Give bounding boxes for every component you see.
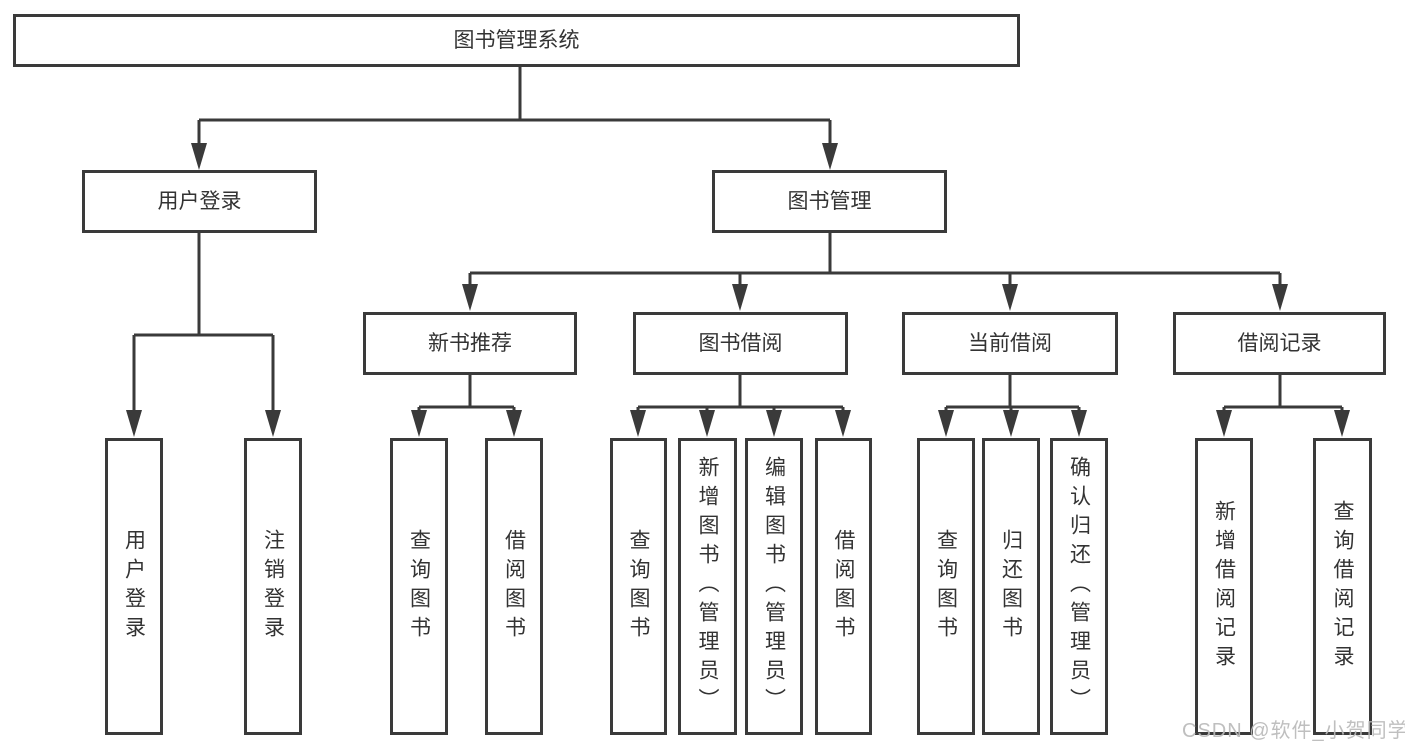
arrowhead <box>630 410 646 437</box>
arrowhead <box>835 410 851 437</box>
leaf-add-book-admin: 新增图书（管理员） <box>678 438 737 735</box>
node-new-book-recommend: 新书推荐 <box>363 312 577 375</box>
connector-root-to-level2 <box>191 67 838 170</box>
leaf-borrow-books: 借阅图书 <box>815 438 872 735</box>
arrowhead <box>462 284 478 311</box>
arrowhead <box>1216 410 1232 437</box>
arrowhead <box>1272 284 1288 311</box>
connector-current-borrow-children <box>938 375 1087 437</box>
node-current-borrowing: 当前借阅 <box>902 312 1118 375</box>
arrowhead <box>191 143 207 170</box>
leaf-user-login: 用户登录 <box>105 438 163 735</box>
arrowhead <box>732 284 748 311</box>
arrowhead <box>1003 410 1019 437</box>
arrowhead <box>126 410 142 437</box>
connector-book-mgmt-children <box>462 233 1288 311</box>
arrowhead <box>1071 410 1087 437</box>
node-user-login: 用户登录 <box>82 170 317 233</box>
arrowhead <box>766 410 782 437</box>
leaf-logout: 注销登录 <box>244 438 302 735</box>
arrowhead <box>411 410 427 437</box>
node-borrow-records: 借阅记录 <box>1173 312 1386 375</box>
arrowhead <box>265 410 281 437</box>
connector-user-login-children <box>126 233 281 437</box>
arrowhead <box>938 410 954 437</box>
arrowhead <box>1002 284 1018 311</box>
node-book-management: 图书管理 <box>712 170 947 233</box>
leaf-borrow-books-recommend: 借阅图书 <box>485 438 543 735</box>
arrowhead <box>1334 410 1350 437</box>
connector-book-borrow-children <box>630 375 851 437</box>
node-book-borrowing: 图书借阅 <box>633 312 848 375</box>
leaf-query-borrow-record: 查询借阅记录 <box>1313 438 1372 735</box>
leaf-query-books-recommend: 查询图书 <box>390 438 448 735</box>
connector-new-book-rec-children <box>411 375 522 437</box>
leaf-confirm-return-admin: 确认归还（管理员） <box>1050 438 1108 735</box>
leaf-edit-book-admin: 编辑图书（管理员） <box>745 438 803 735</box>
arrowhead <box>699 410 715 437</box>
leaf-add-borrow-record: 新增借阅记录 <box>1195 438 1253 735</box>
leaf-query-books-borrow: 查询图书 <box>610 438 667 735</box>
arrowhead <box>506 410 522 437</box>
leaf-return-book: 归还图书 <box>982 438 1040 735</box>
arrowhead <box>822 143 838 170</box>
leaf-query-books-current: 查询图书 <box>917 438 975 735</box>
connector-borrow-records-children <box>1216 375 1350 437</box>
node-root-system: 图书管理系统 <box>13 14 1020 67</box>
